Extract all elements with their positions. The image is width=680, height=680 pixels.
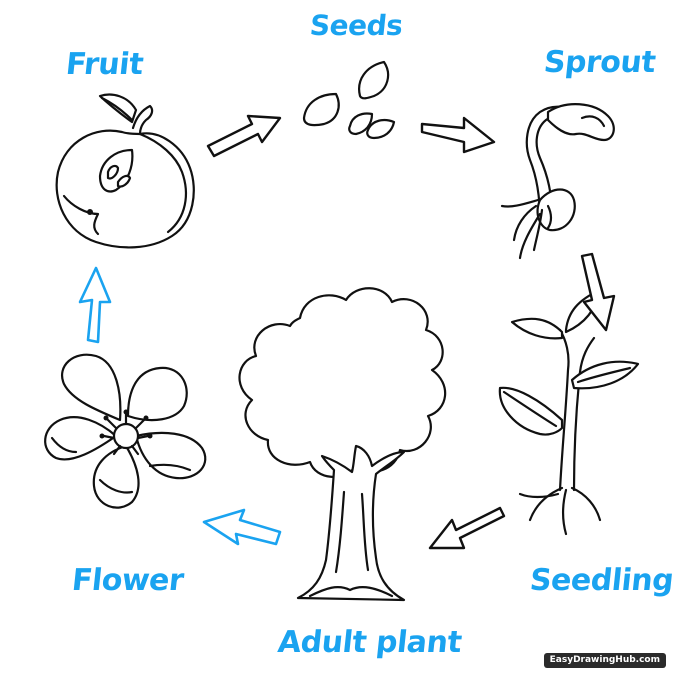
arrow-seedling-to-adult bbox=[428, 506, 506, 550]
arrow-seeds-to-sprout bbox=[420, 116, 496, 154]
stage-label-seedling: Seedling bbox=[528, 563, 676, 598]
sprout-illustration bbox=[500, 103, 615, 260]
arrow-sprout-to-seedling bbox=[580, 252, 616, 332]
flower-illustration bbox=[44, 353, 207, 509]
arrow-flower-to-fruit bbox=[78, 266, 112, 344]
stage-label-flower: Flower bbox=[70, 563, 186, 598]
seedling-illustration bbox=[498, 288, 640, 536]
watermark: EasyDrawingHub.com bbox=[543, 653, 666, 668]
fruit-illustration bbox=[55, 93, 195, 249]
stage-label-seeds: Seeds bbox=[308, 9, 405, 42]
stage-label-sprout: Sprout bbox=[542, 45, 658, 80]
stage-label-adult-plant: Adult plant bbox=[276, 625, 464, 660]
seeds-illustration bbox=[302, 60, 396, 140]
stage-label-fruit: Fruit bbox=[64, 47, 145, 82]
arrow-adult-to-flower bbox=[202, 508, 282, 546]
arrow-fruit-to-seeds bbox=[206, 114, 282, 158]
adult-plant-illustration bbox=[238, 287, 447, 602]
